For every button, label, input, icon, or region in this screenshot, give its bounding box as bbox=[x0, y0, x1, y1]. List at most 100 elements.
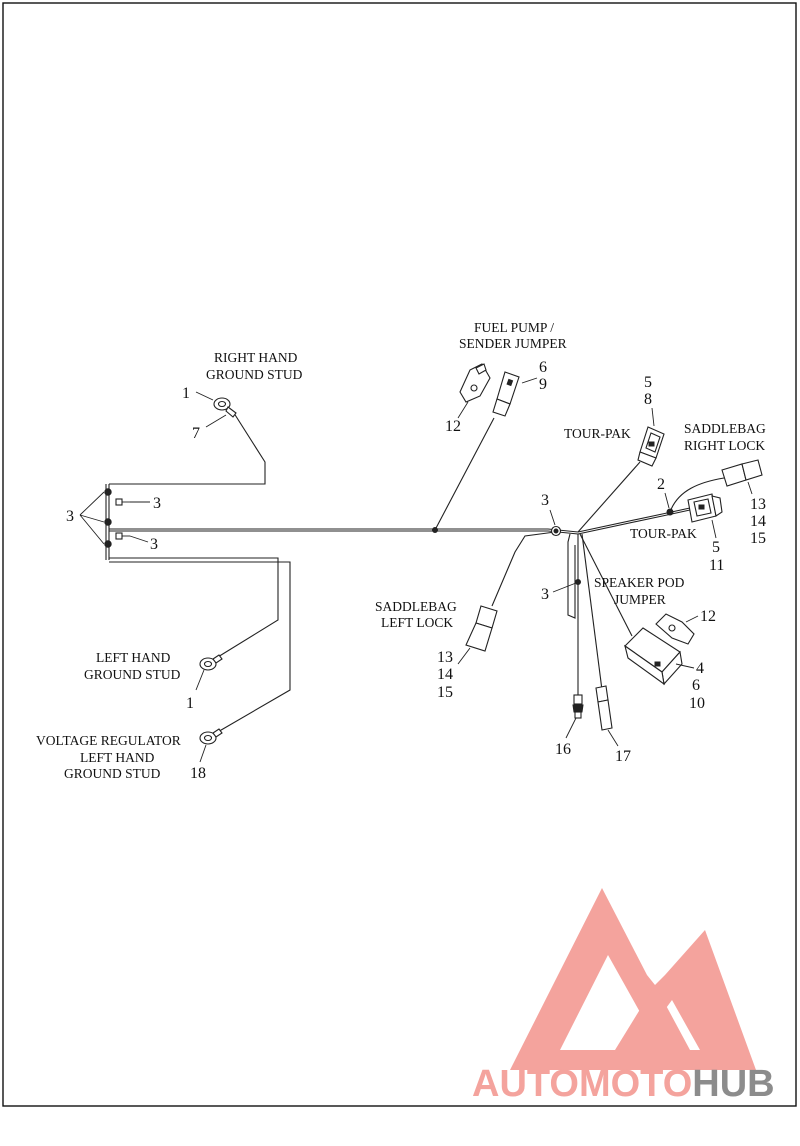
label-speaker-line2: JUMPER bbox=[614, 592, 666, 607]
main-harness-trunk bbox=[105, 409, 725, 734]
rh-ground-wire bbox=[109, 409, 266, 485]
callout-sb-left-14: 14 bbox=[437, 666, 453, 683]
saddlebag-left-wire bbox=[491, 531, 556, 607]
callout-fuel-6: 6 bbox=[539, 359, 547, 376]
callout-speaker-12: 12 bbox=[700, 608, 716, 625]
leader-conn-16 bbox=[565, 717, 577, 739]
tourpak-upper: TOUR-PAK 5 8 bbox=[564, 374, 665, 467]
callout-speaker-4: 4 bbox=[696, 660, 704, 677]
leader-sb-right-13 bbox=[747, 481, 753, 495]
callout-rh-stud-1: 1 bbox=[182, 385, 190, 402]
screw-upper-icon bbox=[115, 498, 150, 506]
watermark-triangle bbox=[510, 888, 756, 1070]
trunk-junction-dot bbox=[432, 527, 438, 533]
callout-screw-lower-3: 3 bbox=[150, 536, 158, 553]
saddlebag-right-clip bbox=[666, 508, 674, 516]
center-clip: 3 bbox=[541, 492, 562, 537]
saddlebag-right-wire bbox=[669, 477, 725, 513]
callout-conn-17: 17 bbox=[615, 748, 631, 765]
callout-screw-upper-3: 3 bbox=[153, 495, 161, 512]
leader-conn-17 bbox=[607, 729, 619, 747]
callout-tourpak-5: 5 bbox=[644, 374, 652, 391]
speaker-connector-icon bbox=[624, 627, 683, 686]
label-vr-line1: VOLTAGE REGULATOR bbox=[36, 733, 181, 748]
ground-clip-2 bbox=[104, 518, 112, 526]
watermark-text-moto: MOTO bbox=[579, 1063, 692, 1105]
leader-fuel-6-9 bbox=[521, 377, 538, 384]
callout-left-group-3: 3 bbox=[66, 508, 74, 525]
label-fuel-line2: SENDER JUMPER bbox=[459, 336, 567, 351]
leader-tourpak-low bbox=[711, 519, 717, 539]
ring-terminal-icon bbox=[213, 397, 237, 418]
left-ground-group: 3 3 3 bbox=[66, 488, 161, 553]
callout-rh-stud-7: 7 bbox=[192, 425, 200, 442]
vr-ground-wire bbox=[109, 561, 291, 734]
callout-sb-right-13: 13 bbox=[750, 496, 766, 513]
main-trunk-wire bbox=[109, 528, 579, 533]
callout-speaker-10: 10 bbox=[689, 695, 705, 712]
page-border bbox=[2, 2, 797, 1107]
watermark-text: AUTOMOTOHUB bbox=[472, 1063, 775, 1105]
main-trunk-wire-2 bbox=[109, 530, 579, 535]
label-sb-left-line1: SADDLEBAG bbox=[375, 599, 457, 614]
left-group-leaders bbox=[79, 491, 105, 545]
speaker-lock-clip-icon bbox=[655, 613, 695, 645]
callout-fuel-12: 12 bbox=[445, 418, 461, 435]
label-sb-right-line2: RIGHT LOCK bbox=[684, 438, 765, 453]
callout-center-3: 3 bbox=[541, 492, 549, 509]
label-vr-line3: GROUND STUD bbox=[64, 766, 161, 781]
ground-clip-1 bbox=[104, 488, 112, 496]
label-speaker-line1: SPEAKER POD bbox=[594, 575, 685, 590]
connector-16: 16 bbox=[555, 694, 584, 758]
ground-clip-3 bbox=[104, 540, 112, 548]
label-lh-ground-line1: LEFT HAND bbox=[96, 650, 171, 665]
tourpak-lower-wire-2 bbox=[577, 509, 691, 535]
callout-lh-stud-1: 1 bbox=[186, 695, 194, 712]
vr-ground-stud: VOLTAGE REGULATOR LEFT HAND GROUND STUD … bbox=[36, 728, 223, 782]
tourpak-upper-wire bbox=[577, 461, 641, 533]
saddlebag-left-lock: SADDLEBAG LEFT LOCK 13 14 15 bbox=[375, 599, 498, 701]
lock-clip-icon bbox=[459, 363, 491, 403]
callout-fuel-9: 9 bbox=[539, 376, 547, 393]
fuel-connector-icon bbox=[492, 371, 520, 417]
leader-sb-right-2 bbox=[664, 492, 670, 509]
connector-17: 17 bbox=[595, 685, 631, 765]
callout-sb-left-15: 15 bbox=[437, 684, 453, 701]
tourpak-lower-connector-icon bbox=[687, 493, 723, 523]
callout-sb-left-13: 13 bbox=[437, 649, 453, 666]
lh-ground-stud: LEFT HAND GROUND STUD 1 bbox=[84, 650, 223, 712]
leader-speaker-4 bbox=[675, 663, 695, 669]
fuel-pump-sender-jumper: FUEL PUMP / SENDER JUMPER 6 9 12 bbox=[445, 320, 567, 435]
connector-17-icon bbox=[595, 685, 613, 731]
fuel-pump-wire bbox=[434, 417, 495, 531]
callout-speaker-6: 6 bbox=[692, 677, 700, 694]
ring-terminal-icon bbox=[199, 728, 223, 745]
tourpak-connector-icon bbox=[637, 426, 665, 467]
speaker-pod-wire bbox=[579, 533, 633, 637]
watermark-text-auto: AUTO bbox=[472, 1063, 579, 1105]
speaker-junction-dot bbox=[575, 579, 581, 585]
connector-16-icon bbox=[572, 694, 584, 719]
leader-fuel-12 bbox=[457, 401, 469, 419]
leader-lh-1 bbox=[195, 669, 205, 691]
callout-sb-right-14: 14 bbox=[750, 513, 766, 530]
callout-tourpak-low-11: 11 bbox=[709, 557, 724, 574]
callout-vr-stud-18: 18 bbox=[190, 765, 206, 782]
watermark-text-hub: HUB bbox=[692, 1063, 774, 1105]
label-tourpak-lower: TOUR-PAK bbox=[630, 526, 697, 541]
callout-speaker-3: 3 bbox=[541, 586, 549, 603]
saddlebag-right-connector-icon bbox=[721, 459, 763, 487]
ring-terminal-icon bbox=[199, 654, 223, 671]
rh-ground-stud: RIGHT HAND GROUND STUD 1 7 bbox=[182, 350, 303, 442]
tourpak-lower: TOUR-PAK 5 11 bbox=[630, 493, 724, 574]
leader-rh-1 bbox=[195, 391, 214, 401]
saddlebag-right-lock: SADDLEBAG RIGHT LOCK 2 13 14 15 bbox=[657, 421, 766, 547]
leader-vr-18 bbox=[199, 744, 207, 763]
leader-speaker-3 bbox=[552, 582, 577, 593]
label-vr-line2: LEFT HAND bbox=[80, 750, 155, 765]
connector-17-wire bbox=[581, 533, 603, 691]
saddlebag-left-connector-icon bbox=[465, 605, 498, 652]
speaker-loop-wire bbox=[567, 533, 576, 619]
watermark-triangle-core bbox=[615, 985, 690, 1050]
